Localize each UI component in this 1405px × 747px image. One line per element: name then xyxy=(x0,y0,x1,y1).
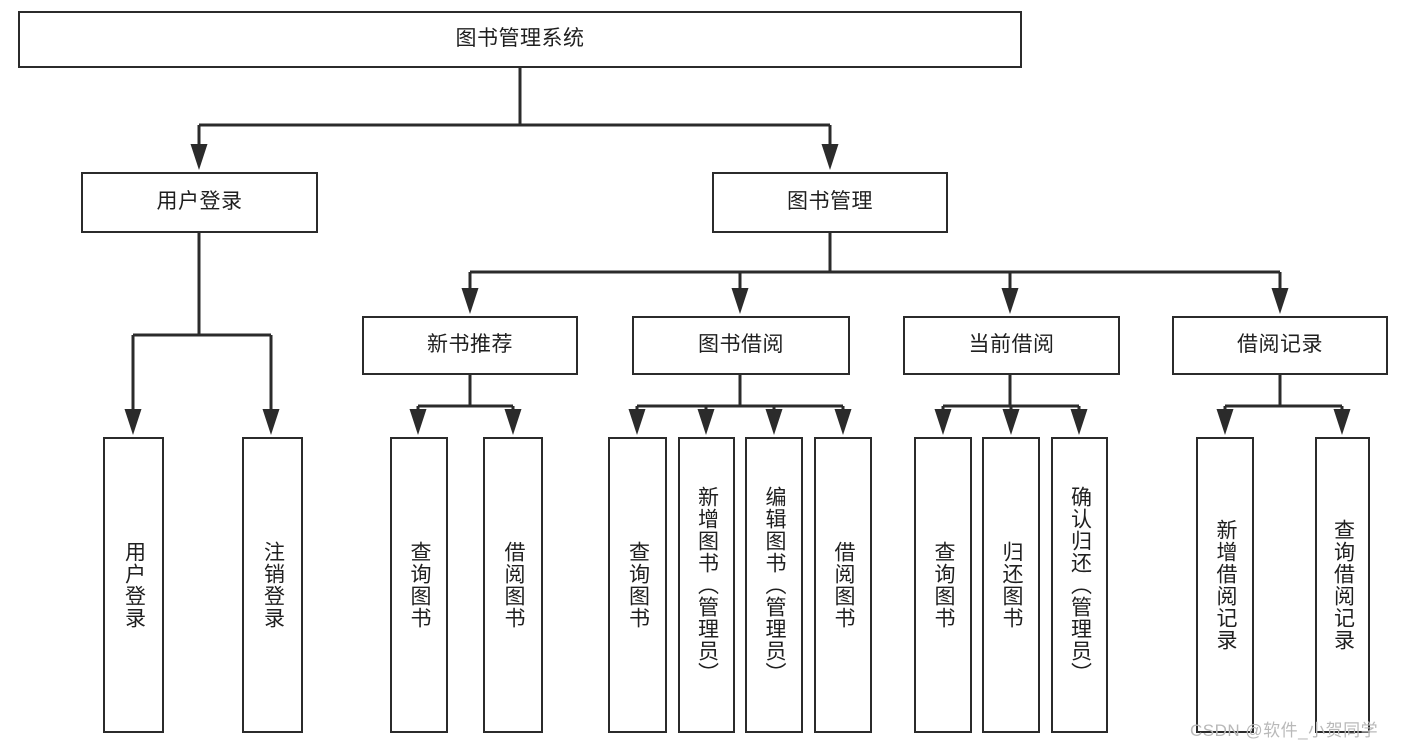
node-leaf-9[interactable]: 查询图书 xyxy=(914,437,972,733)
node-label-leaf-12: 新增借阅记录 xyxy=(1214,519,1238,651)
node-borrow[interactable]: 图书借阅 xyxy=(632,316,850,375)
node-label-leaf-4: 借阅图书 xyxy=(502,541,526,629)
csdn-watermark: CSDN @软件_小贺同学 xyxy=(1190,721,1379,740)
arrow-to-leaf-5-head xyxy=(628,409,646,435)
node-leaf-1[interactable]: 用户登录 xyxy=(103,437,164,733)
arrow-to-leaf-11-head xyxy=(1070,409,1088,435)
arrow-to-leaf-1-head xyxy=(124,409,142,435)
node-label-root: 图书管理系统 xyxy=(455,27,585,51)
node-label-leaf-5: 查询图书 xyxy=(626,541,650,629)
node-label-records: 借阅记录 xyxy=(1237,333,1323,357)
node-label-bookmgmt: 图书管理 xyxy=(787,190,873,214)
node-root[interactable]: 图书管理系统 xyxy=(18,11,1022,68)
node-label-borrow: 图书借阅 xyxy=(698,333,784,357)
node-leaf-4[interactable]: 借阅图书 xyxy=(483,437,543,733)
node-label-leaf-10: 归还图书 xyxy=(1000,541,1024,629)
node-label-leaf-3: 查询图书 xyxy=(408,541,432,629)
arrow-to-leaf-13-head xyxy=(1333,409,1351,435)
node-bookmgmt[interactable]: 图书管理 xyxy=(712,172,948,233)
node-label-leaf-8: 借阅图书 xyxy=(832,541,856,629)
arrow-to-leaf-8-head xyxy=(834,409,852,435)
node-label-leaf-7: 编辑图书（管理员） xyxy=(763,486,787,684)
node-login[interactable]: 用户登录 xyxy=(81,172,318,233)
arrow-to-current-head xyxy=(1001,288,1019,314)
node-leaf-10[interactable]: 归还图书 xyxy=(982,437,1040,733)
node-leaf-6[interactable]: 新增图书（管理员） xyxy=(678,437,735,733)
node-current[interactable]: 当前借阅 xyxy=(903,316,1120,375)
arrow-to-leaf-9-head xyxy=(934,409,952,435)
node-leaf-5[interactable]: 查询图书 xyxy=(608,437,667,733)
node-label-leaf-11: 确认归还（管理员） xyxy=(1068,486,1092,684)
node-label-login: 用户登录 xyxy=(156,190,243,214)
node-leaf-11[interactable]: 确认归还（管理员） xyxy=(1051,437,1108,733)
node-leaf-3[interactable]: 查询图书 xyxy=(390,437,448,733)
arrow-to-borrow-head xyxy=(731,288,749,314)
node-leaf-13[interactable]: 查询借阅记录 xyxy=(1315,437,1370,733)
node-label-newbook: 新书推荐 xyxy=(427,333,513,357)
node-label-leaf-9: 查询图书 xyxy=(932,541,956,629)
node-label-leaf-13: 查询借阅记录 xyxy=(1331,519,1355,651)
node-label-leaf-1: 用户登录 xyxy=(122,541,146,629)
arrow-to-leaf-10-head xyxy=(1002,409,1020,435)
node-leaf-8[interactable]: 借阅图书 xyxy=(814,437,872,733)
node-newbook[interactable]: 新书推荐 xyxy=(362,316,578,375)
arrow-to-newbook-head xyxy=(461,288,479,314)
arrow-to-bookmgmt-head xyxy=(821,144,839,170)
arrow-to-leaf-7-head xyxy=(765,409,783,435)
node-label-leaf-2: 注销登录 xyxy=(261,541,285,629)
arrow-to-leaf-4-head xyxy=(504,409,522,435)
arrow-to-leaf-12-head xyxy=(1216,409,1234,435)
arrow-to-login-head xyxy=(190,144,208,170)
arrow-to-records-head xyxy=(1271,288,1289,314)
connector-group xyxy=(124,68,1351,435)
node-label-leaf-6: 新增图书（管理员） xyxy=(695,486,719,684)
node-records[interactable]: 借阅记录 xyxy=(1172,316,1388,375)
node-leaf-12[interactable]: 新增借阅记录 xyxy=(1196,437,1254,733)
arrow-to-leaf-3-head xyxy=(409,409,427,435)
node-leaf-2[interactable]: 注销登录 xyxy=(242,437,303,733)
arrow-to-leaf-6-head xyxy=(697,409,715,435)
node-leaf-7[interactable]: 编辑图书（管理员） xyxy=(745,437,803,733)
node-label-current: 当前借阅 xyxy=(968,333,1055,357)
arrow-to-leaf-2-head xyxy=(262,409,280,435)
